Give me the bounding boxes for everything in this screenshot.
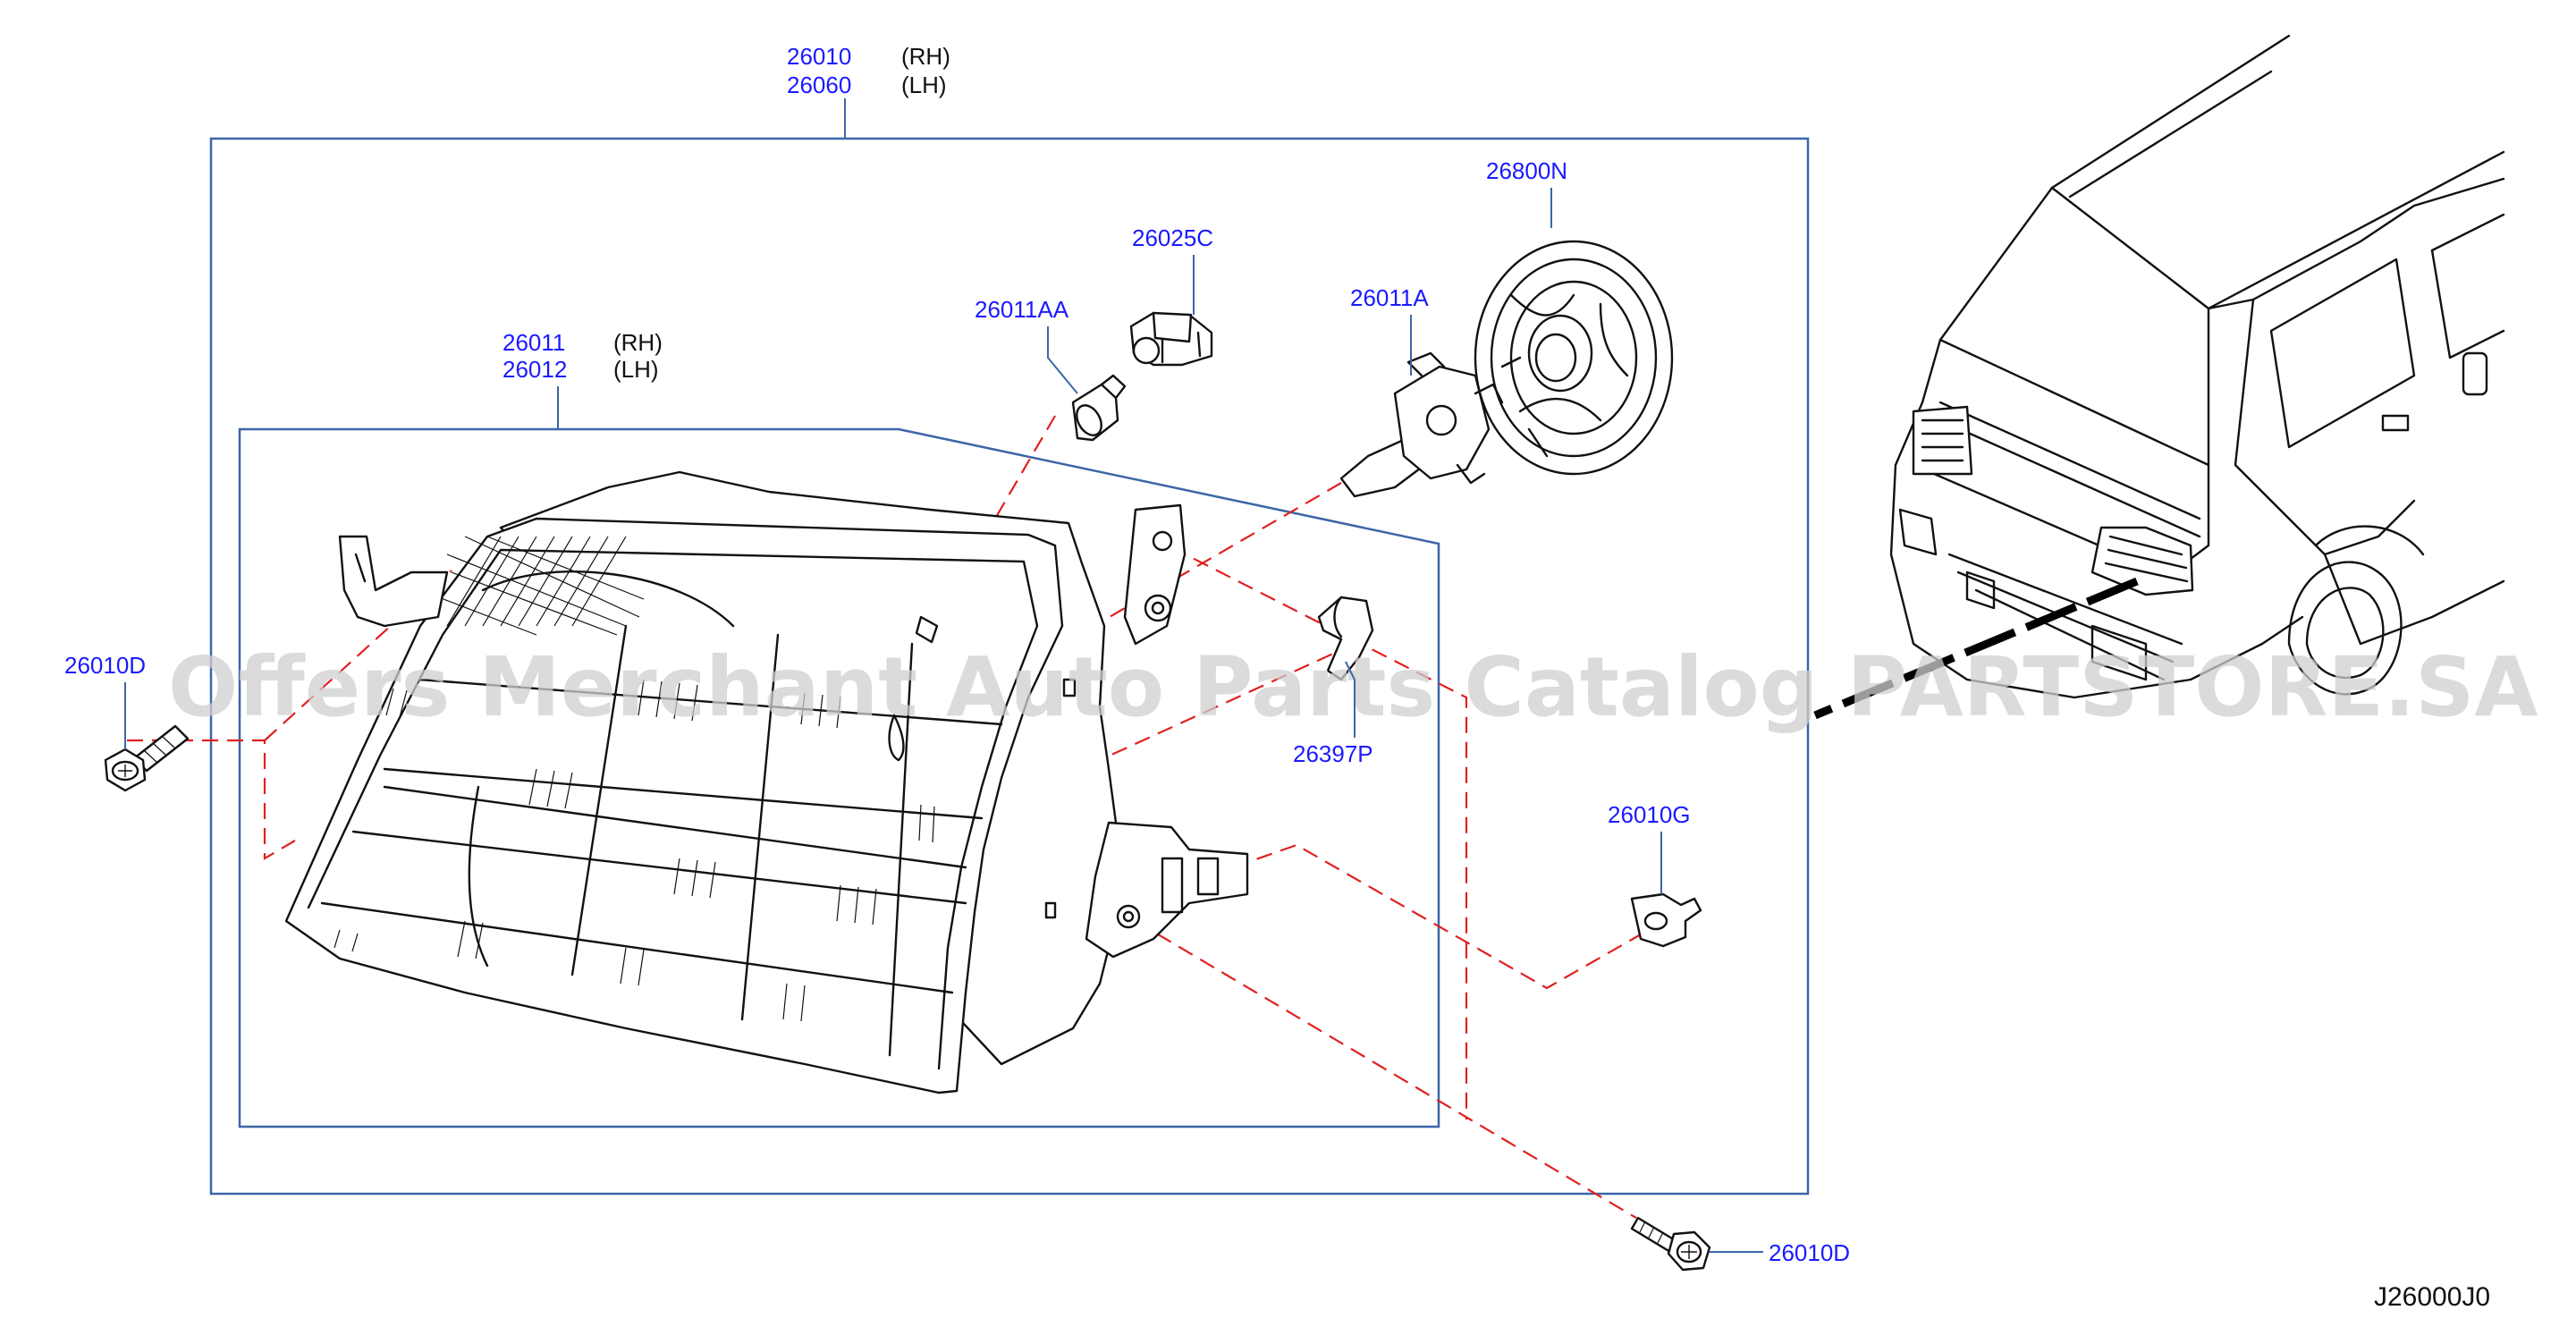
suffix-headlamp-assy-lh: (LH) (901, 72, 947, 98)
label-main-bulb[interactable]: 26011A (1350, 284, 1429, 311)
leader-side-bulb (1047, 326, 1078, 394)
label-clip[interactable]: 26010G (1608, 801, 1691, 828)
label-housing-lh[interactable]: 26012 (503, 356, 567, 383)
side-bulb-drawing (1071, 374, 1127, 442)
label-socket[interactable]: 26025C (1132, 224, 1213, 251)
label-wiring-socket[interactable]: 26397P (1293, 740, 1373, 767)
label-sealing-cap[interactable]: 26800N (1486, 157, 1567, 184)
watermark-text: Offers Merchant Auto Parts Catalog PARTS… (168, 639, 2538, 735)
outer-assembly-frame (209, 137, 1810, 1196)
sealing-cap-drawing (1474, 240, 1674, 476)
clip-drawing (1630, 892, 1702, 948)
label-screw-bottom[interactable]: 26010D (1769, 1239, 1850, 1266)
locator-arrow (1813, 577, 2139, 720)
screw-left-drawing (104, 724, 190, 792)
screw-bottom-drawing (1630, 1216, 1711, 1272)
wiring-socket-drawing (1317, 596, 1374, 681)
label-headlamp-assy-rh[interactable]: 26010 (787, 43, 851, 70)
diagram-code: J26000J0 (2374, 1282, 2490, 1312)
suffix-housing-lh: (LH) (613, 356, 659, 383)
suffix-housing-rh: (RH) (613, 329, 663, 356)
main-bulb-drawing (1339, 351, 1504, 498)
headlamp-housing-drawing (284, 470, 1249, 1095)
label-headlamp-assy-lh[interactable]: 26060 (787, 72, 851, 98)
leader-wiring-socket (1345, 661, 1356, 738)
label-screw-left[interactable]: 26010D (64, 652, 146, 679)
label-side-bulb[interactable]: 26011AA (975, 296, 1069, 323)
label-housing-rh[interactable]: 26011 (503, 329, 565, 356)
vehicle-drawing (1813, 34, 2505, 720)
socket-drawing (1129, 311, 1213, 367)
inner-housing-frame (238, 427, 1440, 1128)
suffix-headlamp-assy-rh: (RH) (901, 43, 950, 70)
